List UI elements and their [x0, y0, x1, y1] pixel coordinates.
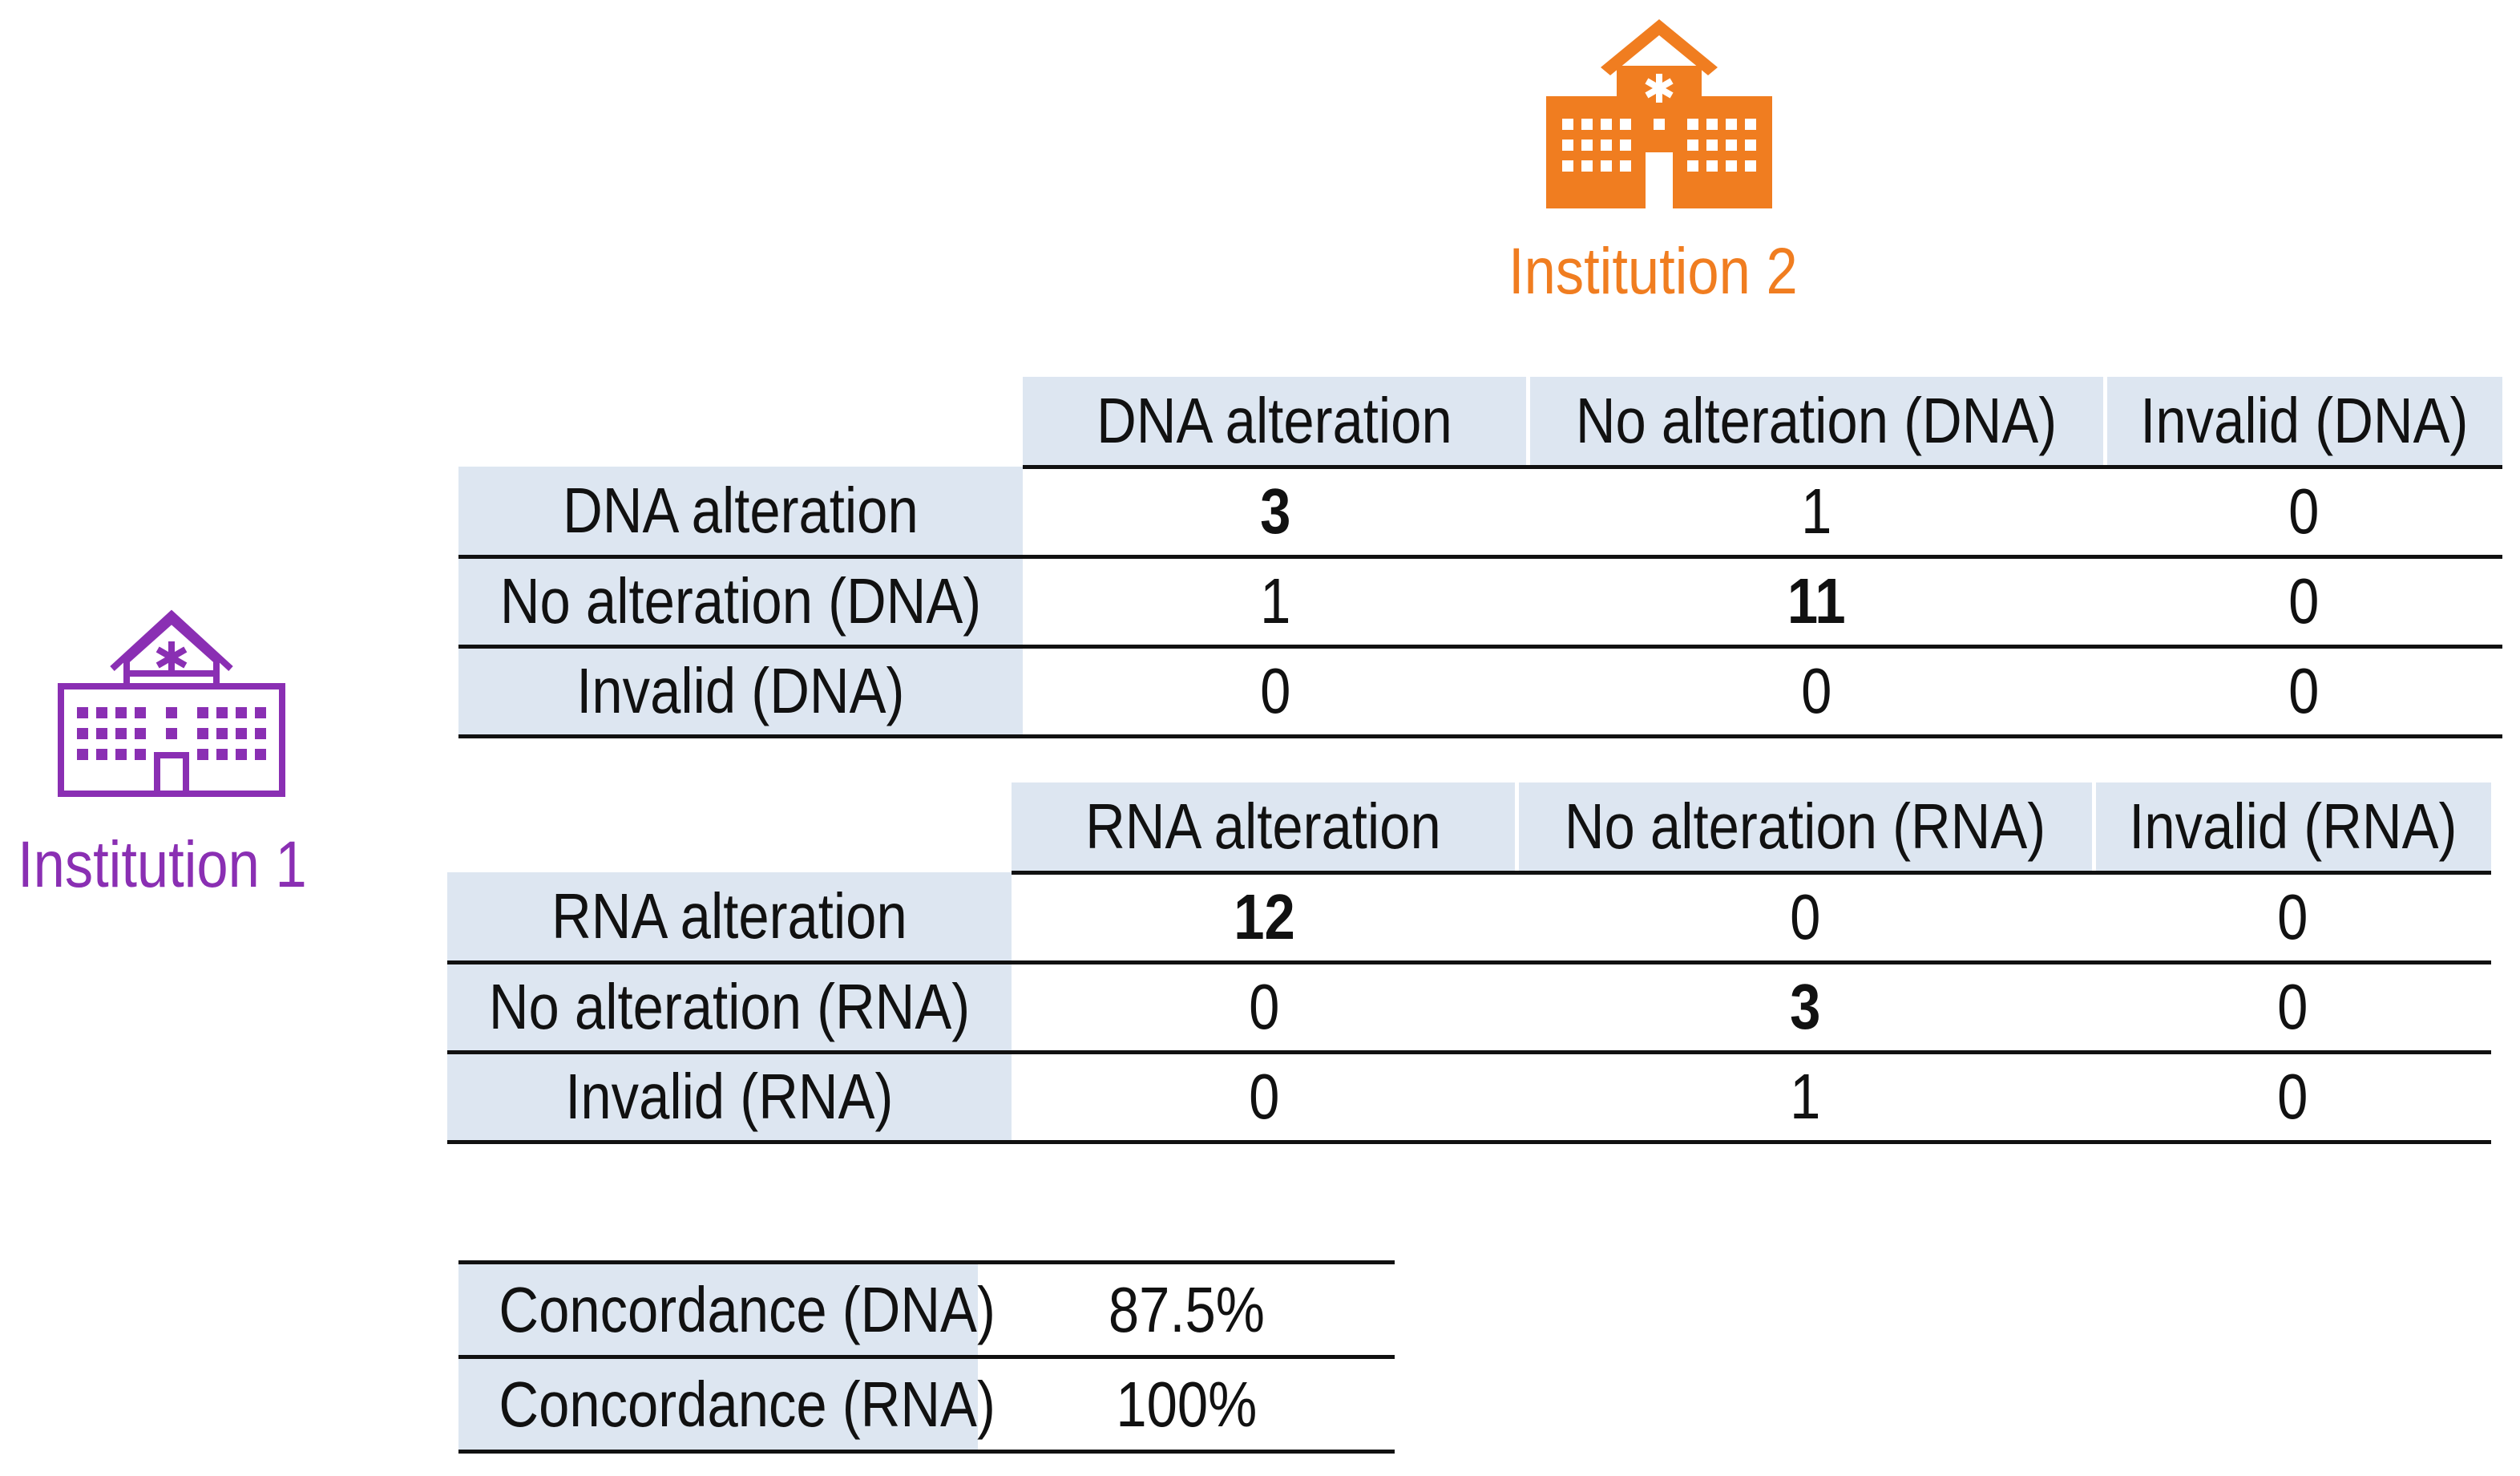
institution-2 [1543, 18, 1775, 210]
institution-1 [58, 609, 285, 799]
concordance-row: Concordance (RNA) 100% [458, 1357, 1395, 1454]
table-row: DNA alteration 3 1 0 [458, 467, 2502, 559]
rna-table: RNA alteration No alteration (RNA) Inval… [447, 782, 2491, 1144]
table-cell: 0 [2094, 1052, 2491, 1144]
row-header: Invalid (DNA) [458, 646, 1023, 738]
row-header: Invalid (RNA) [447, 1052, 1012, 1144]
concordance-row: Concordance (DNA) 87.5% [458, 1260, 1395, 1359]
institution-2-label: Institution 2 [1508, 235, 1798, 308]
table-cell: 12 [1012, 872, 1516, 964]
table-cell: 1 [1023, 556, 1528, 649]
hospital-icon [1546, 19, 1772, 208]
row-header: RNA alteration [447, 872, 1012, 964]
corner-cell [447, 782, 1012, 872]
column-header: Invalid (DNA) [2102, 377, 2502, 469]
table-cell: 0 [1528, 646, 2105, 738]
table-cell: 0 [2094, 962, 2491, 1054]
table-row: Invalid (DNA) 0 0 0 [458, 646, 2502, 738]
table-cell: 1 [1528, 467, 2105, 559]
table-cell: 3 [1023, 467, 1528, 559]
table-cell: 0 [2105, 467, 2502, 559]
column-header: Invalid (RNA) [2091, 782, 2491, 875]
column-header: No alteration (DNA) [1525, 377, 2105, 469]
table-row: No alteration (DNA) 1 11 0 [458, 556, 2502, 649]
table-cell: 0 [2105, 556, 2502, 649]
table-cell: 0 [2094, 872, 2491, 964]
table-row: RNA alteration 12 0 0 [447, 872, 2491, 964]
corner-cell [458, 377, 1023, 467]
table-cell: 0 [1012, 1052, 1516, 1144]
table-cell: 0 [1012, 962, 1516, 1054]
dna-table: DNA alteration No alteration (DNA) Inval… [458, 377, 2502, 738]
column-header: No alteration (RNA) [1514, 782, 2094, 875]
table-cell: 0 [1023, 646, 1528, 738]
table-cell: 1 [1516, 1052, 2094, 1144]
table-cell: 11 [1528, 556, 2105, 649]
rna-table-header: RNA alteration No alteration (RNA) Inval… [447, 782, 2491, 875]
concordance-value: 100% [978, 1357, 1395, 1454]
table-row: Invalid (RNA) 0 1 0 [447, 1052, 2491, 1144]
hospital-icon [58, 609, 285, 797]
dna-table-header: DNA alteration No alteration (DNA) Inval… [458, 377, 2502, 469]
concordance-label: Concordance (RNA) [458, 1357, 995, 1454]
column-header: DNA alteration [1023, 377, 1528, 469]
institution-1-label: Institution 1 [18, 828, 307, 901]
concordance-value: 87.5% [978, 1260, 1395, 1359]
table-cell: 3 [1516, 962, 2094, 1054]
row-header: No alteration (DNA) [458, 556, 1023, 649]
concordance-label: Concordance (DNA) [458, 1260, 995, 1359]
column-header: RNA alteration [1012, 782, 1516, 875]
row-header: No alteration (RNA) [447, 962, 1012, 1054]
concordance-table: Concordance (DNA) 87.5% Concordance (RNA… [458, 1260, 1395, 1454]
table-cell: 0 [2105, 646, 2502, 738]
table-cell: 0 [1516, 872, 2094, 964]
table-row: No alteration (RNA) 0 3 0 [447, 962, 2491, 1054]
row-header: DNA alteration [458, 467, 1023, 559]
